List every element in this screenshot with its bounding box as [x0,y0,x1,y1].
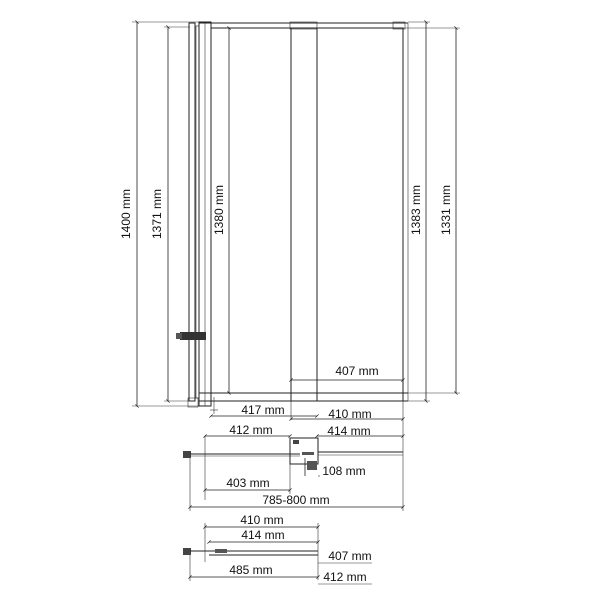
top-clamp [289,21,318,30]
horizontal-dimensions: 407 mm 417 mm 410 mm 412 mm 414 mm [203,364,405,438]
wall-bracket-bottom-icon [183,548,191,555]
hinge-pin-icon [302,452,314,455]
dim-1331: 1331 mm [439,185,453,235]
dim-1383: 1383 mm [409,185,423,235]
wall-bracket-icon [183,451,191,458]
glass-panel-joint [290,27,318,402]
dim-bottom-485: 485 mm [229,563,272,577]
vertical-dimensions: 1400 mm 1371 mm 1380 mm 1383 mm 1331 mm [119,20,460,408]
dim-108: 108 mm [322,464,365,478]
glass-panel-swing [316,27,404,402]
dim-407-top: 407 mm [335,364,378,378]
dim-bottom-412: 412 mm [323,570,366,584]
wall-profile [188,22,196,402]
dim-414: 414 mm [327,424,370,438]
hinge-icon [180,332,206,340]
hinge-knob-icon [176,333,182,339]
foot-block [187,397,199,408]
dim-1371: 1371 mm [150,189,164,239]
top-view-plan: 108 mm 403 mm 785-800 mm [183,436,405,511]
folded-hinge-icon [215,549,227,553]
dim-bottom-410: 410 mm [240,513,283,527]
dim-bottom-414: 414 mm [241,528,284,542]
dim-410: 410 mm [328,407,371,421]
dim-417: 417 mm [241,403,284,417]
top-view-folded: 410 mm 414 mm 407 mm 485 mm 412 mm [183,513,372,585]
handle-icon [307,461,317,470]
dim-1380: 1380 mm [212,185,226,235]
hinge-block [289,437,319,465]
dim-785-800: 785-800 mm [262,493,329,507]
dim-403: 403 mm [226,476,269,490]
dim-412: 412 mm [229,423,272,437]
front-elevation [176,21,409,414]
top-corner [392,21,406,30]
hinge-screw-icon [293,440,299,444]
dim-1400: 1400 mm [119,189,133,239]
dim-bottom-407: 407 mm [328,549,371,563]
